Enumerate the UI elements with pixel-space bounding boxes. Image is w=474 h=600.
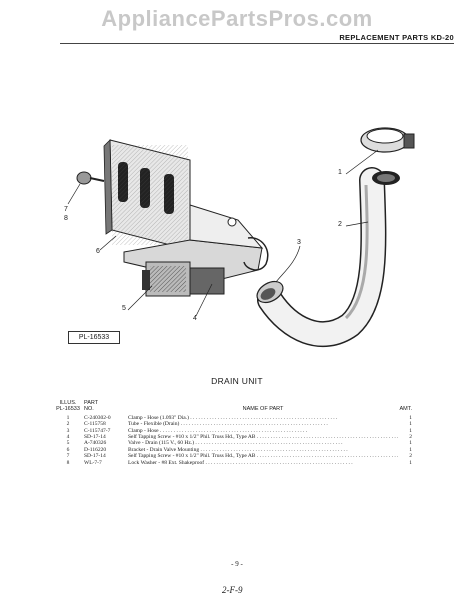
row-part-no: WL-7-7: [84, 459, 102, 466]
hose-clamp-bottom: [256, 280, 284, 304]
parts-table: ILLUS. PART PL-16533 NO. NAME OF PART AM…: [52, 400, 412, 466]
col-part-top: PART: [84, 400, 99, 406]
row-part-no: SD-17-14: [84, 434, 106, 441]
callout-4: 4: [193, 315, 197, 322]
callout-3: 3: [297, 239, 301, 246]
hose-clamp-top: [360, 127, 415, 153]
row-name: Tube - Flexible (Drain): [128, 421, 398, 427]
col-part-bottom: NO.: [84, 406, 94, 413]
table-row: 5 A-740326 Valve - Drain (115 V., 60 Hz.…: [52, 440, 412, 446]
row-part-no: C-115758: [84, 421, 106, 428]
figure-id-box: PL-16533: [68, 331, 120, 344]
col-name: NAME OF PART: [242, 406, 284, 413]
callout-7: 7: [64, 206, 68, 213]
row-illus: 1: [66, 414, 70, 421]
row-amt: 2: [409, 434, 412, 441]
row-name: Clamp - Hose (1.093" Dia.): [128, 415, 398, 421]
table-row: 6 D-116220 Bracket - Drain Valve Mountin…: [52, 447, 412, 453]
row-amt: 1: [409, 446, 412, 453]
row-name: Lock Washer - #8 Ext. Shakeproof: [128, 460, 398, 466]
row-amt: 1: [409, 421, 412, 428]
watermark: AppliancePartsPros.com: [101, 6, 373, 31]
page-number: - 9 -: [231, 560, 243, 568]
leader-lines: [67, 149, 379, 317]
header-rule: [60, 43, 454, 44]
row-part-no: A-740326: [84, 440, 107, 447]
row-part-no: D-116220: [84, 446, 107, 453]
flexible-drain-tube: [257, 167, 400, 347]
page-code: 2-F-9: [222, 585, 243, 595]
table-row: 7 SD-17-14 Self Tapping Screw - #10 x 1/…: [52, 453, 412, 459]
table-row: 2 C-115758 Tube - Flexible (Drain) 1: [52, 421, 412, 427]
mounting-bracket-base: [123, 204, 269, 283]
row-name: Valve - Drain (115 V., 60 Hz.): [128, 440, 398, 446]
row-illus: 2: [66, 421, 70, 428]
callout-1: 1: [338, 169, 342, 176]
drain-unit-illustration: [67, 127, 415, 347]
mounting-bracket-plate: [103, 139, 191, 251]
row-amt: 1: [409, 427, 412, 434]
table-row: 8 WL-7-7 Lock Washer - #8 Ext. Shakeproo…: [52, 460, 412, 466]
row-part-no: C-240302-0: [84, 414, 111, 421]
row-name: Self Tapping Screw - #10 x 1/2" Phil. Tr…: [128, 453, 398, 459]
row-amt: 1: [409, 440, 412, 447]
row-illus: 8: [66, 459, 70, 466]
table-row: 1 C-240302-0 Clamp - Hose (1.093" Dia.) …: [52, 415, 412, 421]
drain-valve: [142, 261, 225, 297]
row-illus: 4: [66, 434, 70, 441]
table-row: 4 SD-17-14 Self Tapping Screw - #10 x 1/…: [52, 434, 412, 440]
callout-2: 2: [338, 221, 342, 228]
row-amt: 1: [409, 459, 412, 466]
callout-8: 8: [64, 215, 68, 222]
col-amt: AMT.: [399, 406, 412, 413]
row-name: Self Tapping Screw - #10 x 1/2" Phil. Tr…: [128, 434, 398, 440]
col-illus-top: ILLUS.: [59, 400, 77, 406]
page-header-title: REPLACEMENT PARTS KD-20: [339, 33, 454, 42]
table-row: 3 C-115747-7 Clamp - Hose 1: [52, 428, 412, 434]
section-title: DRAIN UNIT: [211, 376, 263, 386]
row-illus: 6: [66, 446, 70, 453]
row-illus: 7: [66, 453, 70, 460]
row-part-no: SD-17-14: [84, 453, 106, 460]
row-part-no: C-115747-7: [84, 427, 111, 434]
row-amt: 2: [409, 453, 412, 460]
callout-6: 6: [96, 248, 100, 255]
row-illus: 3: [66, 427, 70, 434]
row-name: Bracket - Drain Valve Mounting: [128, 447, 398, 453]
callout-5: 5: [122, 305, 126, 312]
screw: [76, 171, 105, 185]
row-illus: 5: [66, 440, 70, 447]
row-name: Clamp - Hose: [128, 428, 398, 434]
row-amt: 1: [409, 414, 412, 421]
col-illus-bottom: PL-16533: [56, 406, 80, 413]
